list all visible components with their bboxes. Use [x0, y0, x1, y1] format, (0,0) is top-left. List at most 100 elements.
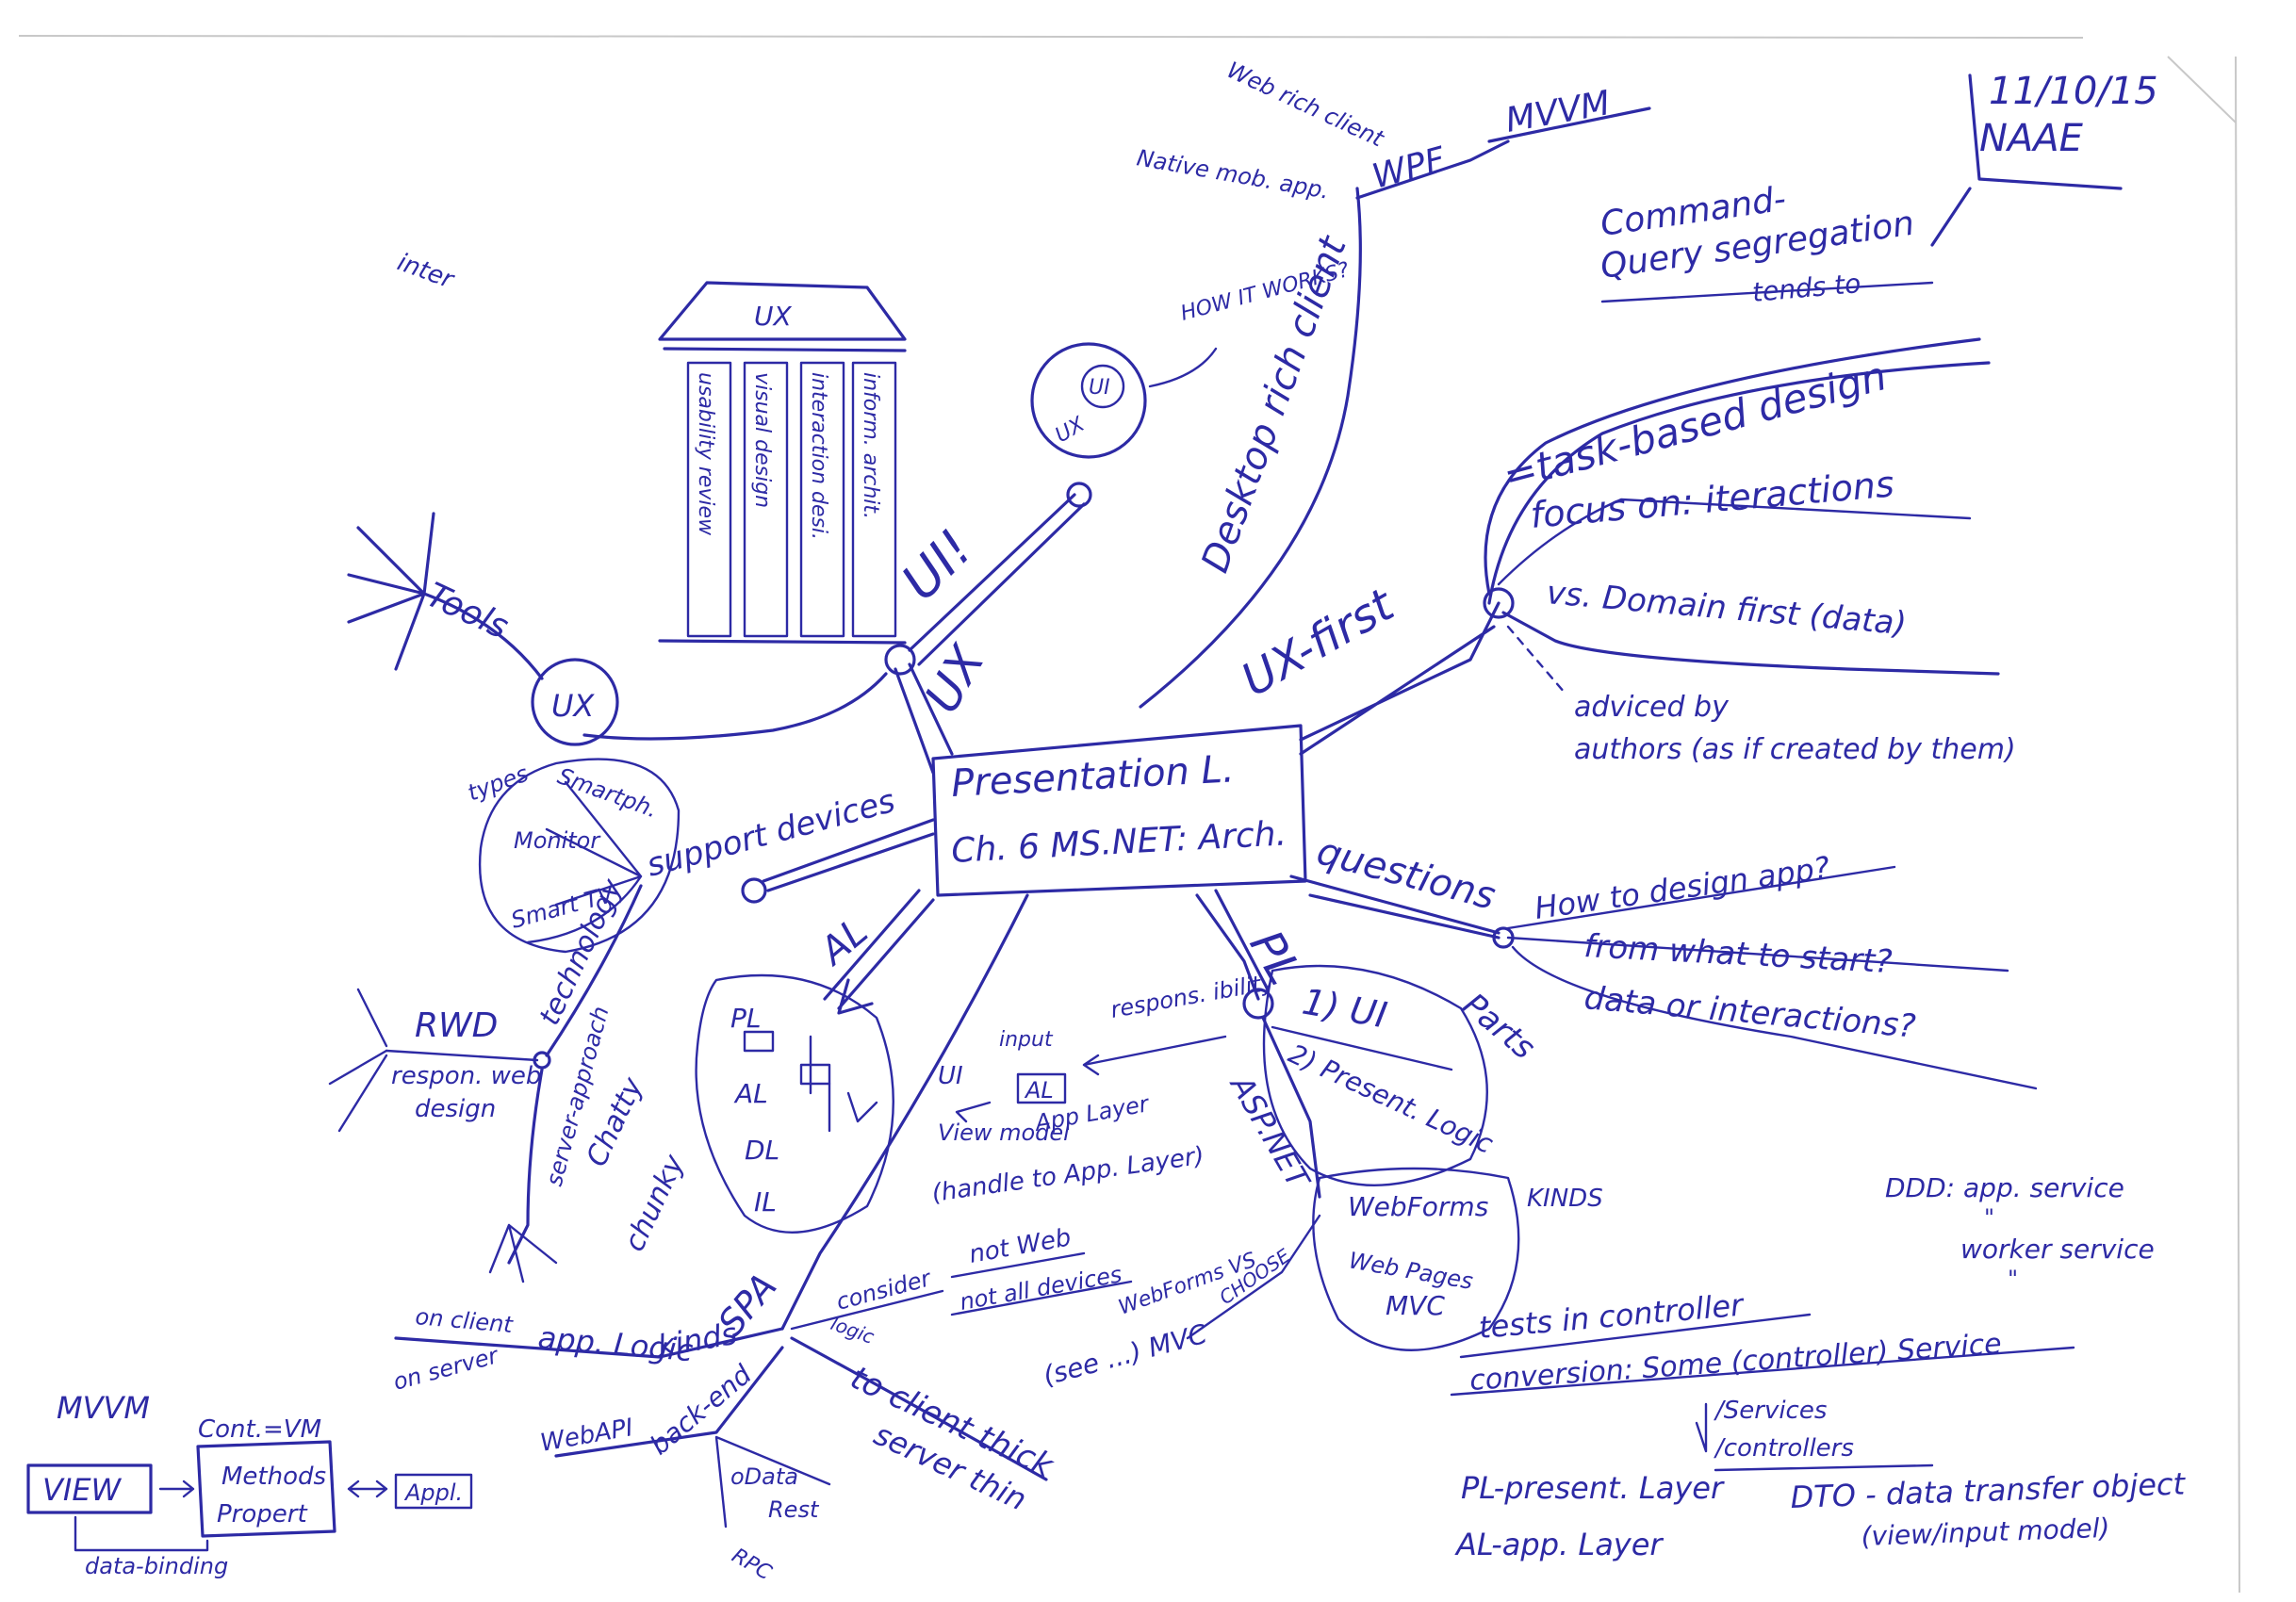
services-bracket [1695, 1402, 1708, 1453]
technology-line [545, 884, 643, 1057]
tests-underline [1459, 1313, 1812, 1359]
ux-temple: UX usability review visual design intera… [658, 281, 907, 645]
layers-blob [695, 973, 894, 1234]
spa-kinds: kinds [655, 1316, 740, 1365]
al-box [1016, 1072, 1067, 1104]
ui-branch-node [1066, 482, 1092, 508]
mvc: MVC [1386, 1290, 1445, 1321]
devices-node [741, 877, 767, 904]
chunky: chunky [618, 1149, 692, 1256]
center-subtitle: Ch. 6 MS.NET: Arch. [950, 814, 1287, 871]
layer-box-1 [743, 1030, 775, 1053]
ux-first-branch: UX-first =task-based design focus on: it… [1233, 180, 2016, 766]
services: /Services [1714, 1397, 1827, 1425]
ui-bubble [1030, 342, 1147, 459]
ditto-2: " [2008, 1266, 2018, 1292]
view-box [26, 1463, 153, 1514]
handle-to-app-layer: (handle to App. Layer) [930, 1142, 1206, 1208]
worker-service: worker service [1960, 1234, 2155, 1265]
devices-line [762, 818, 935, 892]
temple-roof-label: UX [754, 301, 792, 332]
server-approach-line [507, 1068, 544, 1265]
mvvm-diagram: MVVM VIEW Cont.=VM Methods Propert Appl.… [26, 1390, 473, 1579]
asp-net-label: ASP.NET [1222, 1068, 1318, 1196]
pillar-4 [851, 361, 897, 638]
input-small: input [999, 1028, 1054, 1052]
view-model: View model [938, 1120, 1070, 1146]
controllers: /controllers [1714, 1434, 1854, 1463]
q-lines [1506, 865, 2038, 1090]
rwd-def-2: design [415, 1095, 496, 1123]
see-mvc: (see ...) MVC [1040, 1318, 1210, 1392]
ux-branch-node [884, 644, 916, 676]
tools-label: Tools [420, 576, 514, 646]
rwd-arrows [328, 988, 388, 1133]
question-2: from what to start? [1583, 927, 1894, 981]
pillar-1 [686, 361, 732, 638]
cont-vm: Cont.=VM [198, 1415, 321, 1444]
odata: oData [730, 1463, 798, 1490]
data-binding: data-binding [85, 1553, 228, 1579]
appl-box [394, 1473, 473, 1510]
monitor-label: Monitor [514, 827, 601, 854]
ux-branch-line [894, 662, 954, 775]
pl-node [1242, 988, 1274, 1020]
ux-first-label: UX-first [1233, 578, 1404, 707]
layer-arrows [809, 1035, 878, 1133]
al-box-label: AL [1024, 1077, 1054, 1103]
vm-to-appl-arrow [347, 1479, 388, 1498]
center-title: Presentation L. [950, 747, 1236, 806]
not-web: not Web [967, 1223, 1074, 1268]
pillar-2 [743, 361, 789, 638]
focus-line [1497, 498, 1972, 586]
types-label: types [464, 760, 532, 807]
support-devices: support devices [643, 782, 899, 885]
ux-branch-label: UX [914, 635, 996, 722]
devices-branch: support devices types Smartph. Monitor S… [328, 758, 935, 1283]
ux-first-line [1299, 601, 1501, 756]
to-client-line [790, 1336, 1048, 1481]
responsibility-arrow [1082, 1035, 1227, 1076]
date-box-outline [1930, 74, 2123, 247]
web-rich-client: Web rich client [1222, 57, 1388, 153]
choose-line [1186, 1214, 1321, 1340]
appl-label: Appl. [403, 1479, 463, 1506]
pillar-3 [799, 361, 845, 638]
view-to-vm-arrow [158, 1479, 195, 1498]
tools-branch [347, 512, 544, 680]
cqrs-underline [1600, 281, 1934, 303]
paper-corner [2167, 56, 2237, 123]
rpc: RPC [728, 1545, 776, 1586]
al-label: AL [811, 910, 877, 975]
ux-first-node [1483, 587, 1515, 619]
questions-line [1289, 875, 1501, 940]
ui-branch-label: UI! [891, 518, 984, 612]
propert: Propert [217, 1500, 307, 1528]
questions-branch: questions How to design app? from what t… [1289, 829, 2038, 1090]
author: NAAE [1979, 117, 2084, 160]
ui-bubble-inner-label: UX [1052, 412, 1090, 448]
legend-pl: PL-present. Layer [1461, 1470, 1725, 1506]
ux-to-tools-line [582, 672, 888, 741]
on-server: on server [390, 1342, 502, 1396]
part-1-underline [1271, 1025, 1453, 1071]
ui-small: UI [938, 1062, 963, 1090]
mvvm-title: MVVM [57, 1390, 150, 1426]
pl-line [1195, 889, 1270, 1001]
part-1: 1) UI [1299, 981, 1389, 1037]
layer-il: IL [754, 1186, 777, 1218]
temple-base [658, 347, 907, 645]
legend: PL-present. Layer AL-app. Layer DTO - da… [1454, 1465, 2187, 1562]
desktop-client-curve [1139, 187, 1362, 709]
mvvm-label: MVVM [1502, 84, 1613, 140]
parts-blob [1262, 964, 1488, 1186]
inter-note: inter [394, 248, 459, 295]
center-node: Presentation L. Ch. 6 MS.NET: Arch. [931, 724, 1307, 897]
al-branch: AL PL AL DL IL Chatty chunky UI input AL… [581, 889, 1277, 1256]
adviced-line2: authors (as if created by them) [1574, 733, 2016, 766]
vm-box [196, 1440, 336, 1538]
back-end-line [554, 1346, 784, 1458]
ui-bubble-label: UI [1089, 376, 1110, 400]
ditto-1: " [1984, 1204, 1994, 1231]
